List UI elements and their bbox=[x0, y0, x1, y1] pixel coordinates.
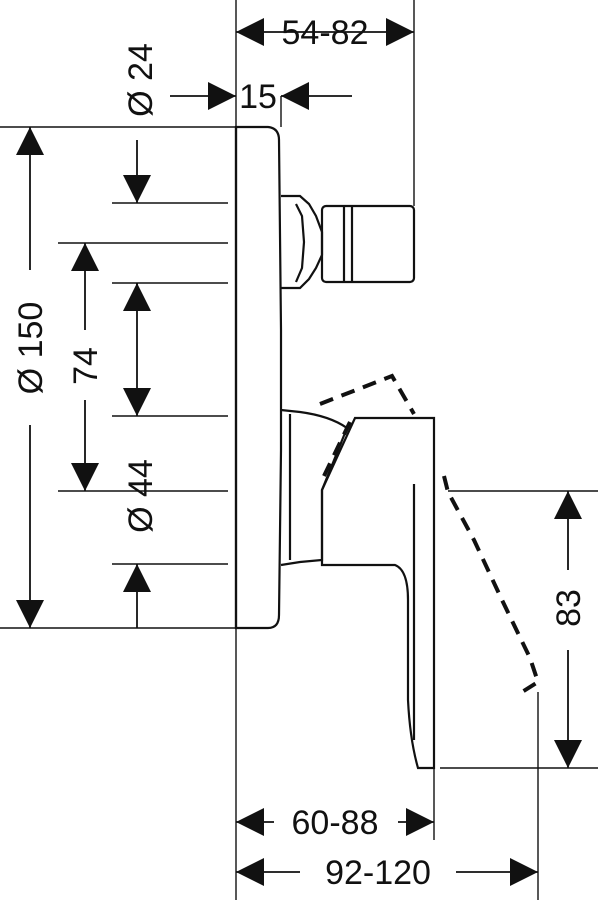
outlet-neck-inner bbox=[294, 203, 306, 283]
dimension-handle-diameter: Ø 44 bbox=[122, 283, 160, 628]
outlet-nut bbox=[320, 204, 416, 284]
handle-swing-dashed bbox=[319, 373, 541, 694]
plate-diameter-label: Ø 150 bbox=[12, 302, 50, 395]
dimension-outlet-diameter: Ø 24 bbox=[122, 43, 160, 300]
outlet-neck bbox=[281, 194, 324, 290]
handle-height-label: 83 bbox=[550, 589, 588, 627]
dimension-handle-height: 83 bbox=[550, 491, 588, 768]
dimension-top-depth: 54-82 bbox=[236, 14, 414, 52]
dimension-handle-depth: 60-88 bbox=[236, 804, 434, 842]
top-depth-label: 54-82 bbox=[282, 14, 369, 52]
center-distance-label: 74 bbox=[67, 347, 105, 385]
handle-lever bbox=[320, 416, 436, 770]
handle-depth-label: 60-88 bbox=[292, 804, 379, 842]
total-depth-label: 92-120 bbox=[325, 854, 431, 892]
dimension-wall-offset: 15 bbox=[170, 78, 352, 116]
dimension-total-depth: 92-120 bbox=[236, 854, 538, 892]
wall-offset-label: 15 bbox=[239, 78, 277, 116]
mixer-body bbox=[234, 125, 436, 770]
outlet-diameter-label: Ø 24 bbox=[122, 43, 160, 117]
handle-diameter-label: Ø 44 bbox=[122, 459, 160, 533]
dimension-center-distance: 74 bbox=[67, 243, 105, 491]
cover-plate bbox=[234, 125, 283, 630]
dimension-plate-diameter: Ø 150 bbox=[12, 127, 50, 628]
